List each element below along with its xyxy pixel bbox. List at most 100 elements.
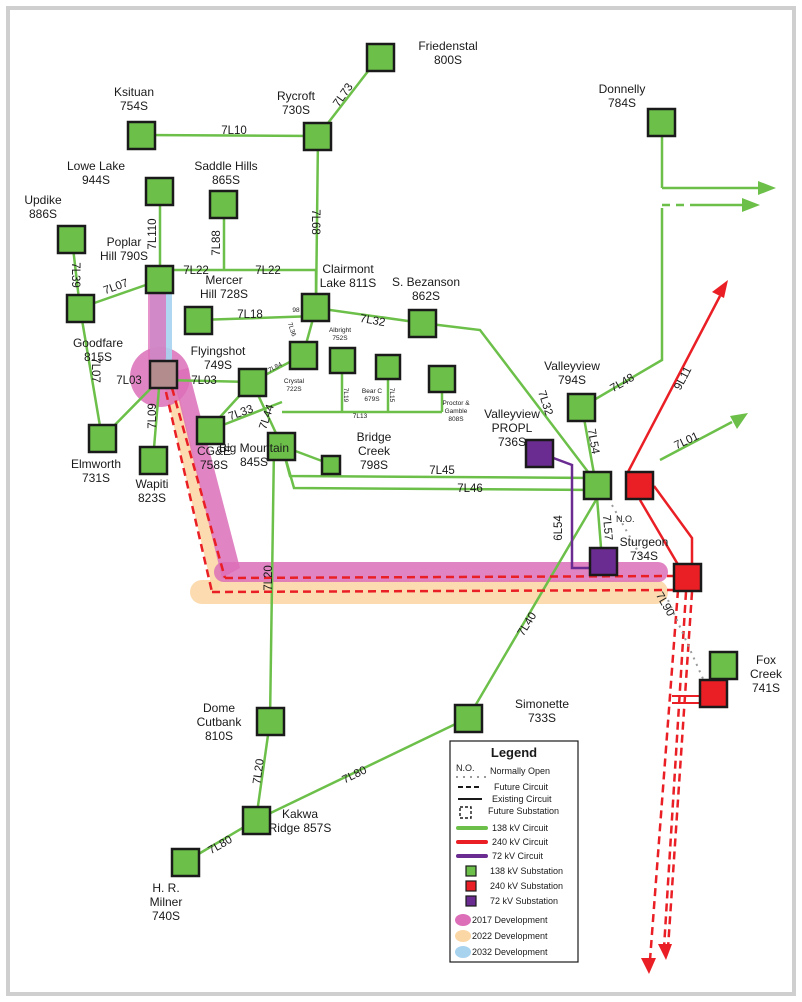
arrowhead-9L11 [712,280,728,298]
circuit-7L15: 7L15 [388,388,395,403]
lines-240kv [626,295,722,569]
substation-mercer-hill[interactable] [183,305,214,336]
future-line-goodfare-a [170,387,227,579]
substation-valleyview-240-tap[interactable] [582,470,613,501]
circuit-7L07-b: 7L07 [89,357,101,383]
substation-updike[interactable] [56,224,87,255]
substation-s-bezanson[interactable] [407,308,438,339]
arrowhead-south-b [641,958,656,974]
substation-valleyview[interactable] [566,392,597,423]
substation-sturgeon[interactable] [588,546,619,577]
legend-240-substation: 240 kV Substation [490,881,563,891]
dev-2022-vertical-band [163,372,223,596]
future-line-south-b [666,591,694,949]
substation-friedenstal[interactable] [365,42,396,73]
substation-bridge-creek[interactable] [320,454,342,476]
legend-future-circuit: Future Circuit [494,782,549,792]
substation-big-mountain[interactable] [266,431,297,462]
substation-flyingshot[interactable] [237,367,268,398]
substation-albright[interactable] [328,346,357,375]
substation-ksituan[interactable] [126,120,157,151]
substation-cge[interactable] [195,415,226,446]
line-7L20-b [254,720,272,821]
substation-clairmont-lake[interactable] [300,292,331,323]
substation-proctor-gamble[interactable] [427,364,457,394]
substation-240-south[interactable] [672,562,703,593]
circuit-7L09: 7L09 [147,403,159,429]
legend-2032-development: 2032 Development [472,947,548,957]
substation-lowe-lake[interactable] [144,176,175,207]
circuit-7L20-b: 7L20 [251,758,266,785]
substation-saddle-hills[interactable] [208,189,239,220]
substation-elmworth-tap[interactable] [65,293,96,324]
arrowheads-138kv [730,181,776,429]
legend-2022-development: 2022 Development [472,931,548,941]
line-7L32-a [315,306,423,325]
circuit-7L20-a: 7L20 [263,565,275,591]
substation-240-north[interactable] [624,470,655,501]
substation-fox-creek-138[interactable] [708,650,739,681]
line-9L11 [626,295,722,473]
line-7L80-a [255,716,469,822]
substation-goodfare[interactable] [148,359,179,390]
substation-donnelly[interactable] [646,107,677,138]
future-line-goodfare-b [164,391,214,593]
legend-138-sub-swatch [465,865,477,877]
substation-poplar-hill[interactable] [144,264,175,295]
substation-fox-creek-240[interactable] [698,678,729,709]
substation-hr-milner[interactable] [170,847,201,878]
dev-2022-horizontal-band [190,580,668,604]
substation-simonette[interactable] [453,703,484,734]
legend: Legend N.O. Normally Open Future Circuit… [449,740,579,963]
legend-normally-open: Normally Open [490,766,550,776]
circuit-7L03-a: 7L03 [116,375,142,387]
line-7L40 [466,499,598,719]
circuit-7L22-b: 7L22 [255,265,281,277]
legend-72-substation: 72 kV Substation [490,896,558,906]
substation-rycroft[interactable] [302,121,333,152]
future-line-south-a [662,591,688,949]
substation-kakwa-ridge[interactable] [241,805,272,836]
circuit-7L68: 7L68 [309,209,321,235]
line-7L48 [581,208,664,409]
substation-dome-cutbank[interactable] [255,706,286,737]
circuit-7L46: 7L46 [457,483,483,495]
legend-72-circuit: 72 kV Circuit [492,851,544,861]
substation-bear-c[interactable] [374,353,402,381]
substation-crystal[interactable] [288,340,319,371]
circuit-7L32-a: 7L32 [359,313,386,329]
legend-existing-circuit: Existing Circuit [492,794,552,804]
future-240kv-lines [164,387,694,961]
substation-elmworth[interactable] [87,423,118,454]
future-line-east-a [224,574,677,580]
legend-title: Legend [491,745,537,760]
arrowhead-7L01 [730,413,748,429]
circuit-98: 98 [292,307,300,314]
circuit-7L57: 7L57 [600,514,614,541]
circuit-7L45: 7L45 [429,465,455,477]
substation-valleyview-propl[interactable] [524,438,555,469]
circuit-7L110: 7L110 [147,218,159,249]
substation-wapiti[interactable] [138,445,169,476]
